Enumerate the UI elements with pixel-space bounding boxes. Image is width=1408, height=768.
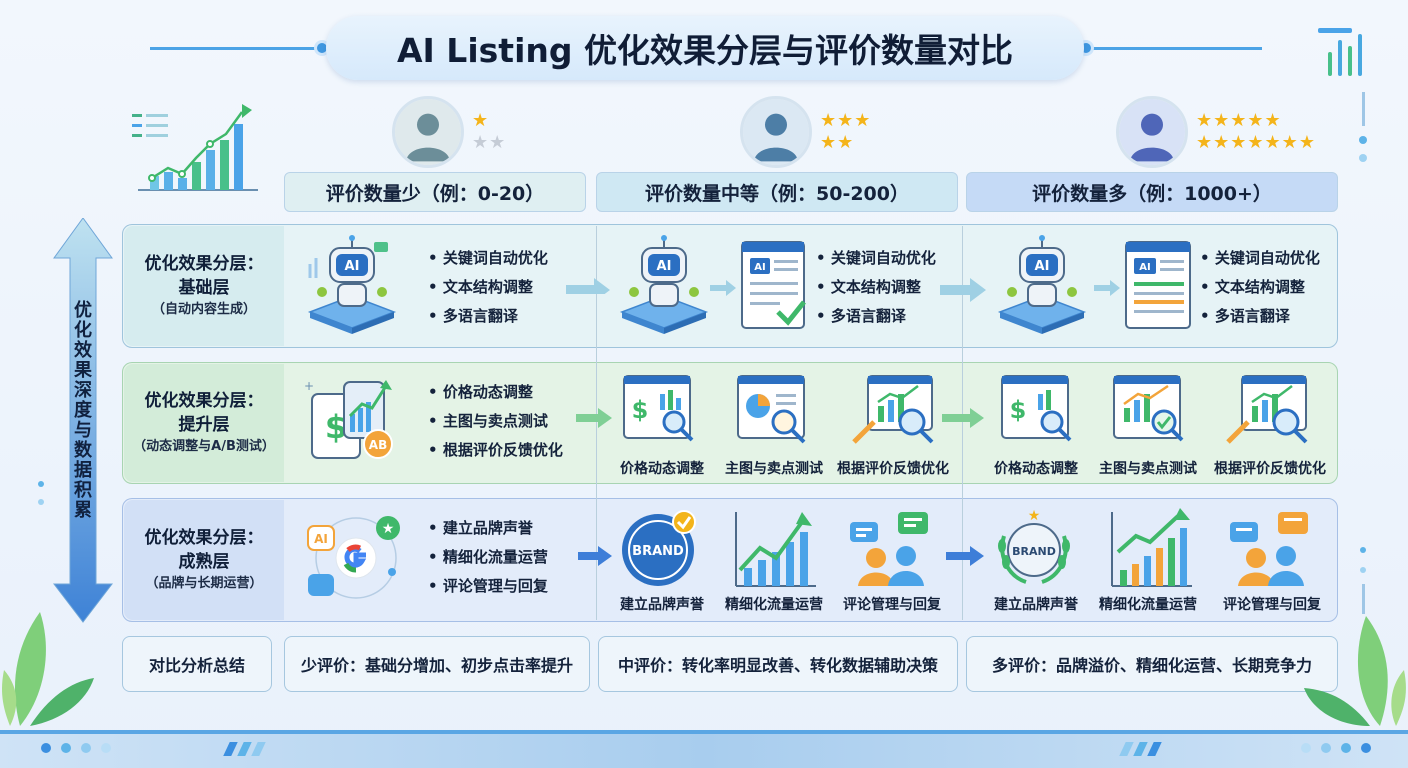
rating-stars-3: ★★★★★ ★★★★★★★ bbox=[1196, 110, 1326, 154]
star-icon: ★★ bbox=[472, 132, 507, 153]
svg-text:$: $ bbox=[325, 408, 347, 446]
bullet-list: 关键词自动优化 文本结构调整 多语言翻译 bbox=[816, 244, 966, 331]
arrow-right-icon bbox=[578, 546, 612, 566]
bullet-list: 建立品牌声誉 精细化流量运营 评论管理与回复 bbox=[428, 514, 588, 601]
star-icon: ★★★★★ bbox=[1196, 110, 1282, 131]
caption: 建立品牌声誉 bbox=[994, 597, 1078, 613]
chart-check-icon bbox=[1113, 375, 1184, 442]
growth-chart-icon bbox=[1111, 508, 1192, 587]
star-icon: ★ bbox=[472, 110, 490, 131]
column-header-low: 评价数量少（例：0-20） bbox=[284, 172, 586, 212]
price-ab-test-icon: + $ AB bbox=[304, 379, 393, 459]
arrow-right-icon bbox=[942, 408, 984, 428]
dots-decoration-icon bbox=[1359, 92, 1367, 162]
brand-badge-icon: BRAND bbox=[622, 510, 696, 586]
column-divider bbox=[596, 226, 597, 620]
column-divider bbox=[962, 226, 963, 620]
price-analysis-icon: $ bbox=[623, 375, 694, 442]
ai-text: AI bbox=[657, 259, 672, 274]
caption: 精细化流量运营 bbox=[1099, 597, 1197, 613]
caption: 评论管理与回复 bbox=[843, 597, 941, 613]
row-label-advanced: 优化效果分层： 提升层 （动态调整与A/B测试） bbox=[124, 364, 284, 482]
avatar bbox=[740, 96, 812, 168]
arrow-right-icon bbox=[946, 546, 984, 566]
summary-label: 对比分析总结 bbox=[122, 636, 272, 692]
rating-stars-2: ★★★ ★★ bbox=[820, 110, 890, 154]
bullet-list: 价格动态调整 主图与卖点测试 根据评价反馈优化 bbox=[428, 378, 588, 465]
ai-text: AI bbox=[754, 262, 765, 273]
chart-search-icon bbox=[1226, 375, 1308, 444]
chat-users-icon bbox=[1230, 512, 1308, 586]
bar-decoration-icon bbox=[1318, 28, 1362, 76]
star-icon: ★★ bbox=[820, 132, 855, 153]
summary-high: 多评价：品牌溢价、精细化运营、长期竞争力 bbox=[966, 636, 1338, 692]
rating-stars-1: ★ ★★ bbox=[472, 110, 532, 154]
ai-text: AI bbox=[1139, 262, 1150, 273]
arrow-right-icon bbox=[566, 278, 610, 294]
ai-robot-icon: AI bbox=[997, 235, 1087, 334]
chart-search-icon bbox=[852, 375, 934, 444]
arrow-right-icon bbox=[576, 408, 612, 428]
arrow-right-icon bbox=[710, 280, 736, 296]
ai-text: AI bbox=[314, 532, 328, 546]
ai-text: AI bbox=[1035, 259, 1050, 274]
caption: 根据评价反馈优化 bbox=[1214, 461, 1326, 477]
ai-text: AI bbox=[345, 259, 360, 274]
caption: 评论管理与回复 bbox=[1223, 597, 1321, 613]
row-label-mature: 优化效果分层： 成熟层 （品牌与长期运营） bbox=[124, 500, 284, 620]
caption: 价格动态调整 bbox=[994, 461, 1078, 477]
platforms-icon: AI ★ bbox=[307, 516, 400, 599]
document-icon: AI bbox=[1125, 241, 1191, 329]
row-label-basic: 优化效果分层： 基础层 （自动内容生成） bbox=[124, 226, 284, 346]
avatar bbox=[1116, 96, 1188, 168]
brand-text: BRAND bbox=[1012, 545, 1056, 558]
pie-chart-search-icon bbox=[737, 375, 806, 444]
row-mature bbox=[122, 498, 1338, 622]
title-line-right bbox=[1092, 47, 1262, 50]
growth-chart-icon bbox=[735, 512, 816, 587]
page-title: AI Listing 优化效果分层与评价数量对比 bbox=[326, 16, 1084, 80]
dots-decoration-icon bbox=[38, 481, 44, 505]
caption: 建立品牌声誉 bbox=[620, 597, 704, 613]
bullet-list: 关键词自动优化 文本结构调整 多语言翻译 bbox=[1200, 244, 1336, 331]
svg-text:$: $ bbox=[1010, 396, 1027, 424]
caption: 价格动态调整 bbox=[620, 461, 704, 477]
svg-text:$: $ bbox=[632, 396, 649, 424]
ab-badge: AB bbox=[369, 438, 387, 452]
leaf-decoration-icon bbox=[1304, 616, 1406, 726]
document-check-icon: AI bbox=[741, 241, 806, 329]
star-icon: ★★★ bbox=[820, 110, 872, 131]
svg-text:★: ★ bbox=[382, 521, 395, 537]
price-analysis-icon: $ bbox=[1001, 375, 1072, 442]
growth-chart-icon bbox=[132, 104, 258, 191]
dots-decoration-icon bbox=[1360, 547, 1366, 614]
arrow-right-icon bbox=[940, 278, 986, 302]
star-icon: ★★★★★★★ bbox=[1196, 132, 1316, 153]
leaf-decoration-icon bbox=[2, 612, 94, 726]
column-header-medium: 评价数量中等（例：50-200） bbox=[596, 172, 958, 212]
title-line-left bbox=[150, 47, 322, 50]
bullet-list: 关键词自动优化 文本结构调整 多语言翻译 bbox=[428, 244, 588, 331]
caption: 主图与卖点测试 bbox=[725, 461, 823, 477]
summary-low: 少评价：基础分增加、初步点击率提升 bbox=[284, 636, 590, 692]
footer-bar bbox=[0, 730, 1408, 768]
svg-text:★: ★ bbox=[1028, 508, 1041, 524]
axis-label: 优化效果深度与数据积累 bbox=[71, 300, 92, 520]
caption: 精细化流量运营 bbox=[725, 597, 823, 613]
svg-text:+: + bbox=[304, 379, 314, 393]
brand-laurel-icon: BRAND ★ bbox=[998, 508, 1070, 584]
brand-text: BRAND bbox=[632, 544, 684, 559]
avatar bbox=[392, 96, 464, 168]
arrow-right-icon bbox=[1094, 280, 1120, 296]
caption: 根据评价反馈优化 bbox=[837, 461, 949, 477]
summary-medium: 中评价：转化率明显改善、转化数据辅助决策 bbox=[598, 636, 958, 692]
caption: 主图与卖点测试 bbox=[1099, 461, 1197, 477]
ai-robot-icon: AI bbox=[307, 235, 397, 334]
ai-robot-icon: AI bbox=[619, 235, 709, 334]
chat-users-icon bbox=[850, 512, 928, 586]
double-arrow-icon bbox=[52, 218, 114, 623]
column-header-high: 评价数量多（例：1000+） bbox=[966, 172, 1338, 212]
